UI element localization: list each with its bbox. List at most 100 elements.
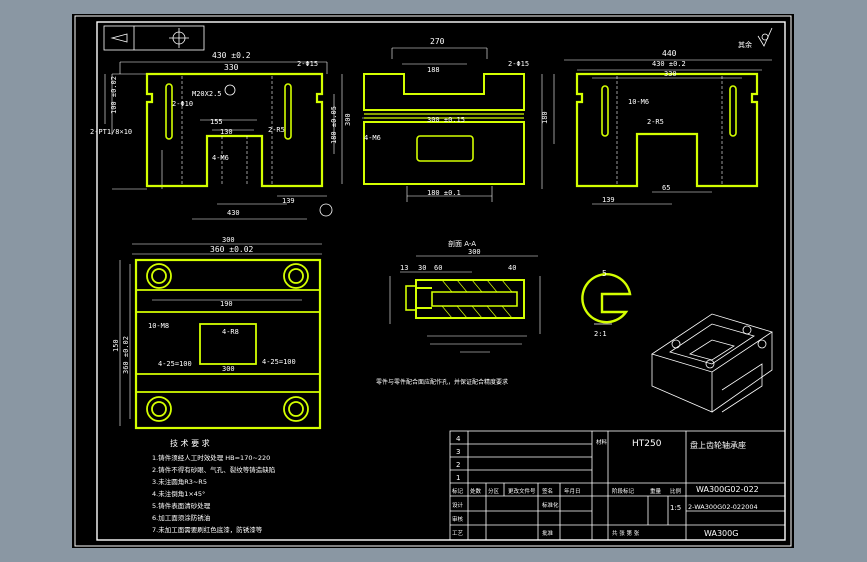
label-sheets: 共 张 第 张 — [612, 529, 640, 537]
right-dim-overall: 440 — [662, 49, 677, 58]
rev-row: 1 — [456, 474, 460, 482]
front-dim-foot: 139 — [282, 197, 295, 205]
label-design: 设计 — [452, 501, 464, 509]
section-dim-c: 60 — [434, 264, 442, 272]
label-standard: 标准化 — [542, 501, 559, 509]
section-dim-a: 13 — [400, 264, 408, 272]
label-ratio: 比例 — [670, 487, 682, 495]
plan-outline — [134, 258, 322, 430]
section-title: 剖面 A-A — [448, 239, 476, 248]
assembly-number: 2-WA300G02-022004 — [688, 503, 758, 511]
plan-dim-height-outer: 150 — [112, 339, 120, 352]
side-note-holes: 2-Φ15 — [508, 60, 529, 68]
label-count: 处数 — [470, 487, 482, 495]
side-dim-base: 300 ±0.15 — [427, 116, 465, 124]
tech-requirements: 技 术 要 求 1.铸件须经人工时效处理 HB=170~220 2.铸件不得有砂… — [152, 438, 275, 534]
plan-note-pitch-right: 4-25=100 — [262, 358, 296, 366]
front-dim-top: 330 — [224, 63, 239, 72]
side-note-tap: 4-M6 — [364, 134, 381, 142]
tech-item: 4.未注倒角1×45° — [152, 489, 205, 498]
front-dim-lower-width: 130 — [220, 128, 233, 136]
front-view: 430 ±0.2 330 155 130 430 139 300 180 ±0.… — [90, 51, 352, 220]
center-note: 零件与零件配合面应配作孔，并保证配合精度要求 — [376, 378, 508, 386]
tech-item: 5.铸件表面清砂处理 — [152, 501, 211, 510]
right-roughness-label: 其余 — [738, 40, 752, 49]
front-slot-left — [165, 83, 173, 140]
label-mark: 标记 — [452, 487, 464, 495]
project-code: WA300G — [704, 529, 738, 538]
right-note-rounding: 2-R5 — [647, 118, 664, 126]
front-note-pt: 2-PT1/8×10 — [90, 128, 132, 136]
tech-item: 6.加工面须涂防锈油 — [152, 513, 210, 522]
label-sign: 签名 — [542, 487, 553, 495]
plan-dim-center: 190 — [220, 300, 233, 308]
front-note-slot: 4-M6 — [212, 154, 229, 162]
front-reference-marker — [319, 203, 333, 217]
front-note-tap: M20X2.5 — [192, 90, 222, 98]
front-dim-height-right: 300 — [344, 113, 352, 126]
label-doc: 更改文件号 — [508, 487, 536, 495]
section-flange — [405, 285, 417, 311]
section-bore — [431, 291, 518, 307]
detail-caption: 2:1 — [594, 330, 607, 338]
plan-dim-overall: 360 ±0.02 — [210, 245, 254, 254]
side-dim-top: 270 — [430, 37, 445, 46]
front-note-holes-top: 2-Φ15 — [297, 60, 318, 68]
label-process: 工艺 — [452, 530, 464, 537]
rev-row: 4 — [456, 435, 461, 443]
right-dim-inner: 330 — [664, 70, 677, 78]
front-dim-bottom: 155 — [210, 118, 223, 126]
part-name: 盘上齿轮轴承座 — [690, 440, 746, 450]
title-block: 4 3 2 1 标记 处数 分区 更改文件号 签名 年月日 设计 标准化 审核 … — [449, 430, 786, 541]
section-view: 剖面 A-A 300 13 30 60 40 — [389, 239, 541, 353]
section-dim-d: 40 — [508, 264, 516, 272]
plan-dim-width: 300 — [222, 236, 235, 244]
detail-circle — [581, 273, 632, 324]
front-tap-hole — [224, 84, 236, 96]
side-dim-slot: 188 — [427, 66, 440, 74]
tech-item: 1.铸件须经人工时效处理 HB=170~220 — [152, 453, 270, 462]
section-dim-b: 30 — [418, 264, 426, 272]
label-check: 审核 — [452, 515, 464, 523]
tech-item: 7.未加工面需要刷红色底漆，防锈漆等 — [152, 525, 263, 534]
detail-view: 5 2:1 — [581, 269, 632, 338]
right-dim-small: 65 — [662, 184, 670, 192]
plan-view: 360 ±0.02 300 190 300 360 ±0.02 150 10-M… — [112, 236, 322, 430]
front-dim-bottom-span: 430 — [227, 209, 240, 217]
drawing-number: WA300G02-022 — [696, 485, 759, 494]
front-note-rounding: 2-R5 — [268, 126, 285, 134]
front-dim-overall: 430 ±0.2 — [212, 51, 251, 60]
label-stage: 阶段标记 — [612, 487, 635, 495]
right-dim-height: 180 — [541, 111, 549, 124]
right-note-tap: 10-M6 — [628, 98, 649, 106]
plan-note-tap: 10-M8 — [148, 322, 169, 330]
front-outline — [145, 72, 324, 188]
front-dim-height-mid: 180 ±0.05 — [330, 106, 338, 144]
roughness-symbol-icon — [757, 27, 773, 47]
tech-title: 技 术 要 求 — [170, 438, 210, 448]
side-body — [363, 121, 525, 185]
label-approve: 批准 — [542, 529, 554, 537]
tech-item: 3.未注圆角R3~R5 — [152, 477, 207, 486]
label-zone: 分区 — [488, 487, 500, 495]
material: HT250 — [632, 439, 662, 449]
section-dim-total: 300 — [468, 248, 481, 256]
drawing-sheet: 其余 4 — [72, 14, 794, 548]
tech-item: 2.铸件不得有砂眼、气孔、裂纹等铸造缺陷 — [152, 465, 275, 474]
scale: 1:5 — [670, 504, 681, 512]
right-slot-left — [601, 85, 609, 137]
right-dim-top: 430 ±0.2 — [652, 60, 686, 68]
label-weight: 重量 — [650, 487, 662, 495]
front-note-holes-side: 2-Φ10 — [172, 100, 193, 108]
plan-note-pocket: 4-R8 — [222, 328, 239, 336]
rev-row: 2 — [456, 461, 460, 469]
side-dim-mid: 180 ±0.1 — [427, 189, 461, 197]
plan-note-pitch-left: 4-25=100 — [158, 360, 192, 368]
plan-bosses — [146, 263, 309, 422]
plan-pocket — [199, 323, 257, 365]
label-material: 材料 — [596, 438, 608, 446]
plan-dim-inner: 300 — [222, 365, 235, 373]
side-window — [416, 135, 474, 162]
front-slot-right — [284, 83, 292, 140]
inner-border — [96, 21, 786, 541]
